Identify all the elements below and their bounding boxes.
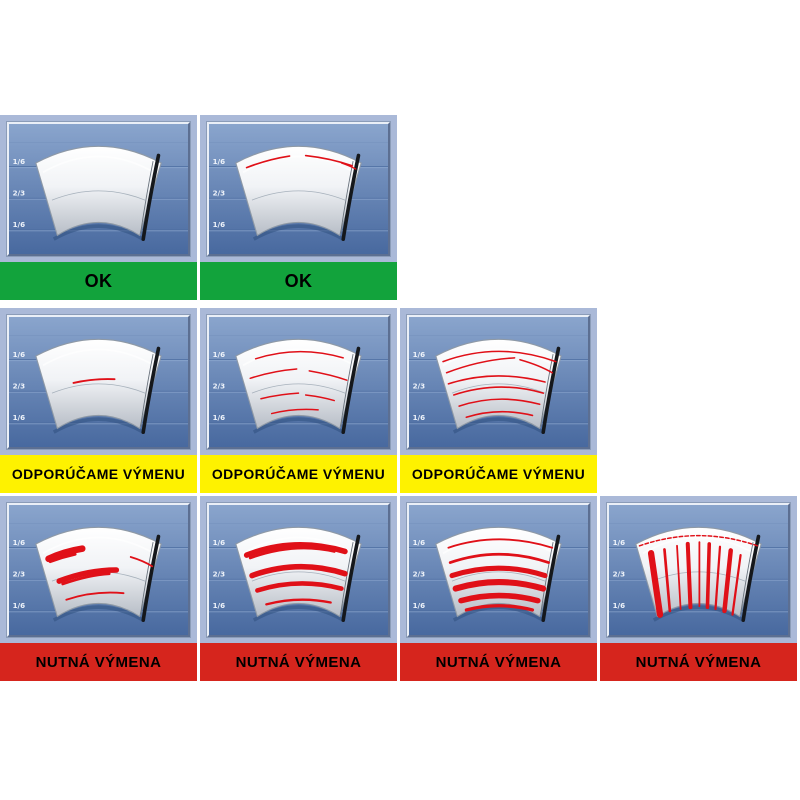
row-ok: OK OK bbox=[0, 115, 397, 300]
status-bar-replace: NUTNÁ VÝMENA bbox=[400, 643, 597, 681]
status-bar-ok: OK bbox=[0, 262, 197, 300]
wiper-cell-r3c1: NUTNÁ VÝMENA bbox=[0, 496, 197, 681]
wiper-illustration-smearing bbox=[9, 505, 188, 635]
status-bar-recommend: ODPORÚČAME VÝMENU bbox=[200, 455, 397, 493]
wiper-illustration-moderate-streaking bbox=[409, 317, 588, 447]
wiper-sweep-fan bbox=[33, 144, 164, 241]
wiper-illustration-total-wear bbox=[609, 505, 788, 635]
wiper-cell-r2c2: ODPORÚČAME VÝMENU bbox=[200, 308, 397, 493]
wiper-panel bbox=[607, 503, 790, 637]
wiper-cell-r2c1: ODPORÚČAME VÝMENU bbox=[0, 308, 197, 493]
status-bar-recommend: ODPORÚČAME VÝMENU bbox=[0, 455, 197, 493]
wiper-sweep-fan bbox=[33, 337, 164, 434]
wiper-sweep-fan bbox=[233, 144, 364, 241]
status-bar-ok: OK bbox=[200, 262, 397, 300]
wiper-panel bbox=[207, 315, 390, 449]
wiper-illustration-first-streaks bbox=[209, 124, 388, 254]
wiper-cell-r3c3: NUTNÁ VÝMENA bbox=[400, 496, 597, 681]
wiper-sweep-fan bbox=[233, 337, 364, 434]
status-bar-replace: NUTNÁ VÝMENA bbox=[600, 643, 797, 681]
wiper-panel bbox=[207, 122, 390, 256]
wiper-illustration-single-streak bbox=[9, 317, 188, 447]
status-bar-replace: NUTNÁ VÝMENA bbox=[200, 643, 397, 681]
wiper-panel bbox=[7, 122, 190, 256]
wiper-cell-r2c3: ODPORÚČAME VÝMENU bbox=[400, 308, 597, 493]
row-replacement-required: NUTNÁ VÝMENA NUTNÁ VÝMENA bbox=[0, 496, 797, 681]
wiper-panel bbox=[407, 503, 590, 637]
wiper-illustration-clean bbox=[9, 124, 188, 254]
wiper-cell-r1c2: OK bbox=[200, 115, 397, 300]
status-bar-replace: NUTNÁ VÝMENA bbox=[0, 643, 197, 681]
wiper-cell-r1c1: OK bbox=[0, 115, 197, 300]
wiper-panel bbox=[207, 503, 390, 637]
wiper-sweep-fan bbox=[433, 337, 564, 434]
wiper-cell-r3c2: NUTNÁ VÝMENA bbox=[200, 496, 397, 681]
wiper-panel bbox=[407, 315, 590, 449]
wiper-illustration-severe-smearing bbox=[409, 505, 588, 635]
wiper-illustration-heavy-smearing bbox=[209, 505, 388, 635]
wiper-panel bbox=[7, 315, 190, 449]
wiper-panel bbox=[7, 503, 190, 637]
status-bar-recommend: ODPORÚČAME VÝMENU bbox=[400, 455, 597, 493]
row-recommend-replacement: ODPORÚČAME VÝMENU ODPORÚČAME VÝMENU bbox=[0, 308, 597, 493]
wiper-illustration-light-streaking bbox=[209, 317, 388, 447]
wiper-cell-r3c4: NUTNÁ VÝMENA bbox=[600, 496, 797, 681]
